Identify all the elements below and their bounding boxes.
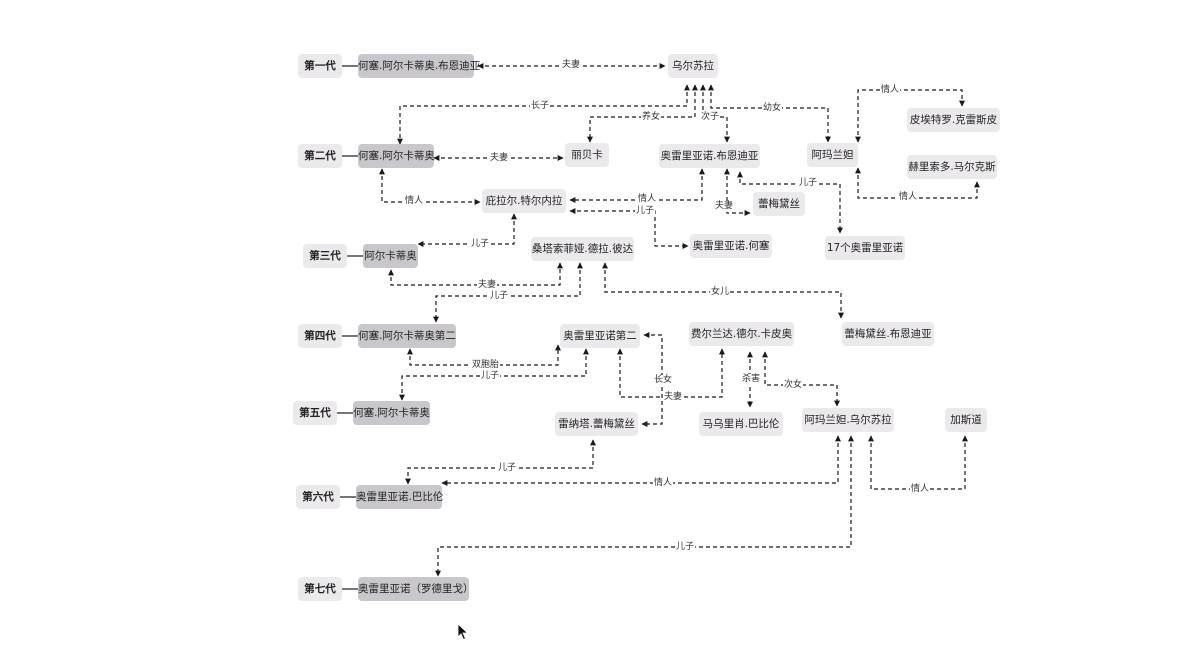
mouse-pointer-icon <box>457 623 469 641</box>
generation-label-7: 第七代 <box>298 577 342 601</box>
person-pilar-ternera[interactable]: 庇拉尔.特尔内拉 <box>482 189 566 213</box>
edge-eldest-daughter <box>641 332 663 427</box>
generation-label-2: 第二代 <box>298 144 342 168</box>
label-eldest-daughter: 长女 <box>653 375 674 386</box>
edge-pilar-son-aureliano-jose <box>569 208 689 249</box>
label-gen5-son: 儿子 <box>497 463 518 474</box>
label-gen3-daughter: 女儿 <box>710 287 731 298</box>
person-jose-arcadio[interactable]: 何塞.阿尔卡蒂奥 <box>358 144 435 168</box>
label-youngest-daughter: 幼女 <box>762 103 783 114</box>
generation-label-3: 第三代 <box>303 244 347 268</box>
label-second-son: 次子 <box>700 112 721 123</box>
person-ursula[interactable]: 乌尔苏拉 <box>668 54 718 78</box>
person-jose-arcadio-segundo[interactable]: 何塞.阿尔卡蒂奥第二 <box>358 324 456 348</box>
label-eldest-son: 长子 <box>530 101 551 112</box>
label-gen4-spouse: 夫妻 <box>663 392 684 403</box>
label-gen3-spouse: 夫妻 <box>477 280 498 291</box>
person-renata-remedios[interactable]: 雷纳塔.蕾梅黛丝 <box>555 412 638 436</box>
generation-connectors <box>337 65 363 590</box>
edge-amaranta-lover-pietro <box>855 89 965 143</box>
person-amaranta-ursula[interactable]: 阿玛兰妲.乌尔苏拉 <box>802 408 894 432</box>
edge-amaranta-lover-gerineldo <box>855 167 980 199</box>
person-remedios-bella[interactable]: 蕾梅黛丝.布恩迪亚 <box>842 322 934 346</box>
label-amaranta-lover-1: 情人 <box>880 85 901 96</box>
edge-aureliano-lover-pilar <box>569 168 705 203</box>
person-santa-sofia[interactable]: 桑塔索菲娅.德拉.彼达 <box>531 237 634 261</box>
edge-jose-arcadio-lover-pilar <box>379 168 481 205</box>
label-amaranta-lover-2: 情人 <box>898 192 919 203</box>
edge-gen6-son <box>435 435 854 577</box>
person-mauricio-babilonia[interactable]: 马乌里肖.巴比伦 <box>699 412 783 436</box>
label-gaston-lover: 情人 <box>910 484 931 495</box>
generation-label-6: 第六代 <box>296 485 340 509</box>
label-jose-arcadio-lover: 情人 <box>404 196 425 207</box>
label-pilar-son-arcadio: 儿子 <box>470 239 491 250</box>
label-gen6-son: 儿子 <box>675 542 696 553</box>
person-jose-arcadio-buendia[interactable]: 何塞.阿尔卡蒂奥.布恩迪亚 <box>358 54 480 78</box>
person-jose-arcadio-5[interactable]: 何塞.阿尔卡蒂奥 <box>353 401 430 425</box>
label-second-daughter: 次女 <box>783 380 804 391</box>
label-aureliano-sons: 儿子 <box>798 178 819 189</box>
person-aureliano-rodrigo[interactable]: 奥雷里亚诺（罗德里戈） <box>358 577 474 601</box>
label-gen2-spouse: 夫妻 <box>489 153 510 164</box>
person-aureliano-buendia[interactable]: 奥雷里亚诺.布恩迪亚 <box>659 144 760 168</box>
label-gen3-son: 儿子 <box>489 291 510 302</box>
person-aureliano-jose[interactable]: 奥雷里亚诺.何塞 <box>690 234 772 258</box>
label-killed: 杀害 <box>741 374 762 385</box>
person-fernanda[interactable]: 费尔兰达.德尔.卡皮奥 <box>689 322 794 346</box>
generation-label-5: 第五代 <box>293 401 337 425</box>
edge-gaston-lover <box>868 435 968 490</box>
person-aureliano-babilonia[interactable]: 奥雷里亚诺.巴比伦 <box>356 485 443 509</box>
edge-youngest-daughter <box>708 84 831 143</box>
edge-gen4-spouse <box>617 348 725 398</box>
label-gen1-spouse: 夫妻 <box>561 60 582 71</box>
person-pietro-crespi[interactable]: 皮埃特罗.克雷斯皮 <box>907 108 1000 132</box>
edge-gen6-lover <box>441 435 841 486</box>
person-aureliano-segundo[interactable]: 奥雷里亚诺第二 <box>560 324 640 348</box>
edge-second-daughter <box>762 351 840 407</box>
label-pilar-son-aureliano-jose: 儿子 <box>635 206 656 217</box>
label-gen4-son: 儿子 <box>480 371 501 382</box>
label-aureliano-lover: 情人 <box>637 194 658 205</box>
label-aureliano-spouse-remedios: 夫妻 <box>714 201 735 212</box>
label-adopted-daughter: 养女 <box>641 112 662 123</box>
person-arcadio[interactable]: 阿尔卡蒂奥 <box>363 244 418 268</box>
person-seventeen-aurelianos[interactable]: 17个奥雷里亚诺 <box>825 236 905 260</box>
edge-aureliano-sons-17 <box>737 171 843 234</box>
generation-label-1: 第一代 <box>298 54 342 78</box>
label-gen6-lover: 情人 <box>653 478 674 489</box>
person-rebeca[interactable]: 丽贝卡 <box>565 143 609 167</box>
person-amaranta[interactable]: 阿玛兰妲 <box>807 143 858 167</box>
generation-label-4: 第四代 <box>298 324 342 348</box>
edge-pilar-son-arcadio <box>417 213 517 247</box>
person-remedios[interactable]: 蕾梅黛丝 <box>753 192 805 216</box>
person-gaston[interactable]: 加斯道 <box>945 408 987 432</box>
edge-gen5-son <box>405 439 596 485</box>
label-twins: 双胞胎 <box>471 360 501 371</box>
person-gerineldo-marquez[interactable]: 赫里索多.马尔克斯 <box>907 155 997 179</box>
